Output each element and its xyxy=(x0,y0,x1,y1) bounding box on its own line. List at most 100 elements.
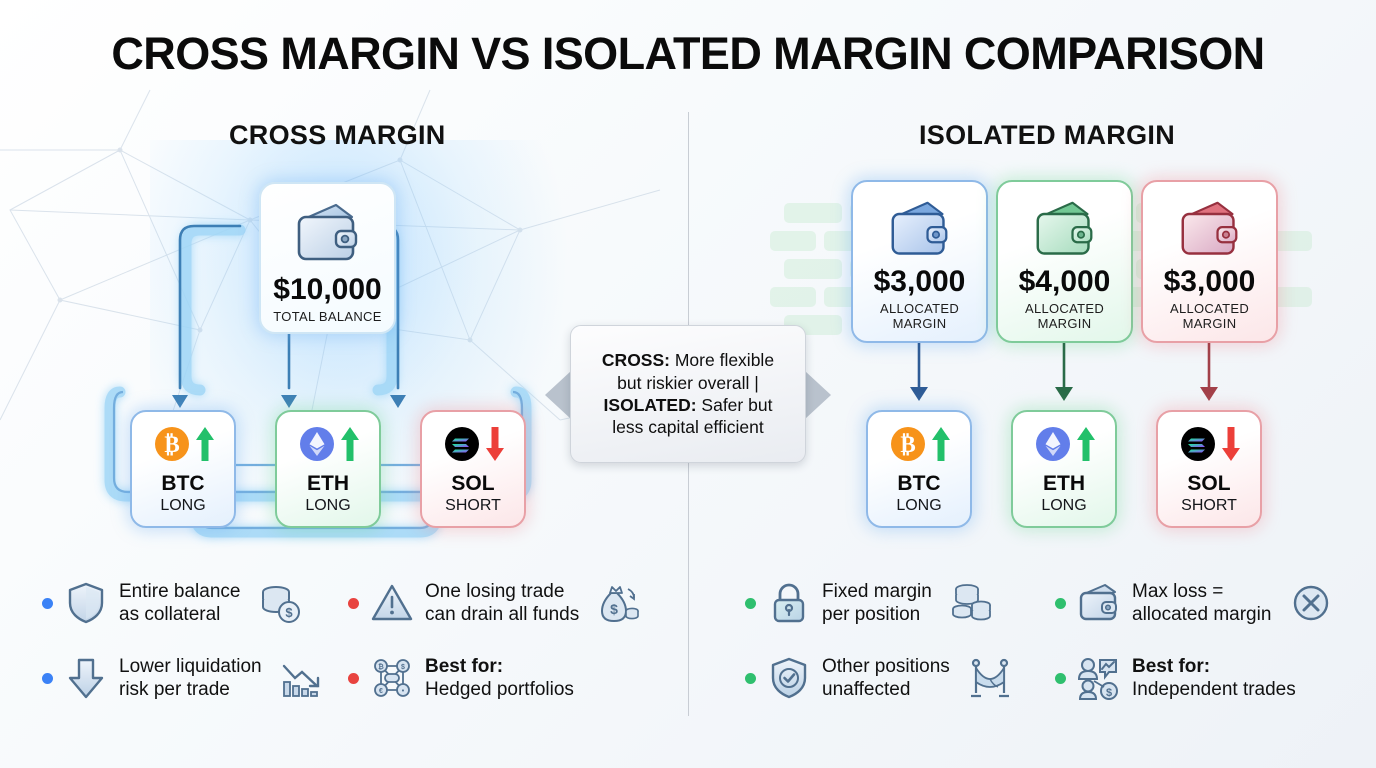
isolated-asset-card-btc: ₿ BTC LONG xyxy=(866,410,972,528)
solana-icon xyxy=(1180,426,1215,461)
isolated-asset-symbol-btc: BTC xyxy=(897,471,941,495)
svg-text:$: $ xyxy=(610,601,618,617)
bullet-dot xyxy=(745,672,756,684)
lock-icon xyxy=(773,583,805,623)
cross-total-amount: $10,000 xyxy=(273,273,382,307)
svg-text:$: $ xyxy=(1106,687,1112,699)
solana-icon xyxy=(444,426,479,461)
up-arrow-icon xyxy=(340,426,359,461)
bullet-dot xyxy=(745,597,756,609)
wallet-icon xyxy=(891,202,947,256)
callout-line2: but riskier overall | xyxy=(617,372,759,393)
section-heading-isolated: ISOLATED MARGIN xyxy=(919,120,1175,150)
traders-icon: $ xyxy=(1077,658,1118,701)
cross-asset-symbol-eth: ETH xyxy=(307,471,349,495)
svg-text:$: $ xyxy=(401,664,405,671)
cross-total-label: TOTAL BALANCE xyxy=(273,309,382,325)
coin-stacks-icon xyxy=(951,584,991,621)
callout-line4: less capital efficient xyxy=(612,417,764,438)
bullet-dot xyxy=(42,597,53,609)
bullet-dot xyxy=(42,672,53,684)
isolated-asset-symbol-sol: SOL xyxy=(1187,471,1231,495)
feature-text: Max loss =allocated margin xyxy=(1132,581,1272,626)
callout-isolated-label: ISOLATED: xyxy=(603,395,697,415)
declining-chart-icon xyxy=(282,664,319,698)
svg-text:$: $ xyxy=(286,605,294,620)
callout-cross-text: More flexible xyxy=(669,350,775,371)
down-arrow-icon xyxy=(485,426,504,461)
wallet-icon xyxy=(1036,202,1092,256)
section-heading-cross: CROSS MARGIN xyxy=(229,120,446,150)
shield-check-icon xyxy=(771,657,807,699)
isolated-connectors xyxy=(910,343,1218,401)
up-arrow-icon xyxy=(1076,426,1095,461)
callout-cross-label: CROSS: xyxy=(601,350,670,371)
feature-text: Best for:Hedged portfolios xyxy=(425,656,574,701)
svg-text:•: • xyxy=(402,688,405,695)
ethereum-icon xyxy=(299,426,334,461)
cross-asset-card-btc: ₿ BTC LONG xyxy=(130,410,236,528)
network-nodes-icon: ₿ $ € • xyxy=(374,659,410,698)
money-bag-icon: $ xyxy=(601,586,640,623)
cross-asset-card-eth: ETH LONG xyxy=(275,410,381,528)
svg-text:₿: ₿ xyxy=(378,663,384,671)
bitcoin-icon: ₿ xyxy=(154,426,189,461)
cross-asset-side-eth: LONG xyxy=(305,496,351,514)
coin-stack-dollar-icon: $ xyxy=(262,586,301,624)
isolated-asset-side-sol: SHORT xyxy=(1181,496,1237,514)
svg-text:€: € xyxy=(379,688,383,695)
callout-isolated-text: Safer but xyxy=(696,395,773,415)
isolated-asset-side-btc: LONG xyxy=(896,496,942,514)
wallet-icon xyxy=(297,204,357,261)
cross-asset-side-sol: SHORT xyxy=(445,496,501,514)
down-arrow-thick-icon xyxy=(68,658,104,699)
isolated-asset-side-eth: LONG xyxy=(1041,496,1087,514)
cross-asset-symbol-sol: SOL xyxy=(451,471,495,495)
feature-isolated-max-loss: Max loss =allocated margin xyxy=(1055,580,1333,626)
up-arrow-icon xyxy=(195,426,214,461)
feature-isolated-best-for: $ Best for:Independent trades xyxy=(1055,655,1296,701)
bitcoin-icon: ₿ xyxy=(890,426,925,461)
feature-cross-best-for: ₿ $ € • Best for:Hedged portfolios xyxy=(348,655,574,701)
callout-arrow-right-icon xyxy=(805,371,831,419)
svg-text:₿: ₿ xyxy=(900,432,915,457)
bullet-dot xyxy=(1055,672,1066,684)
down-arrow-icon xyxy=(1221,426,1240,461)
bullet-dot xyxy=(348,597,359,609)
circle-x-icon xyxy=(1294,585,1329,621)
svg-text:₿: ₿ xyxy=(164,432,179,457)
wallet-small-icon xyxy=(1079,584,1117,621)
isolated-asset-card-eth: ETH LONG xyxy=(1011,410,1117,528)
warning-triangle-icon xyxy=(371,584,413,621)
isolated-asset-card-sol: SOL SHORT xyxy=(1156,410,1262,528)
bullet-dot xyxy=(1055,597,1066,609)
isolated-amount-eth: $4,000 xyxy=(1018,265,1111,299)
shield-icon xyxy=(68,582,104,624)
isolated-amount-sol: $3,000 xyxy=(1163,265,1256,299)
up-arrow-icon xyxy=(931,426,950,461)
isolated-asset-symbol-eth: ETH xyxy=(1043,471,1085,495)
feature-text: Best for:Independent trades xyxy=(1132,656,1296,701)
barrier-rope-icon xyxy=(970,659,1009,698)
comparison-callout: CROSS: More flexible but riskier overall… xyxy=(570,325,806,463)
page-title: CROSS MARGIN VS ISOLATED MARGIN COMPARIS… xyxy=(111,28,1265,79)
ethereum-icon xyxy=(1035,426,1070,461)
cross-asset-card-sol: SOL SHORT xyxy=(420,410,526,528)
isolated-amount-btc: $3,000 xyxy=(873,265,966,299)
cross-total-balance-card: $10,000 TOTAL BALANCE xyxy=(259,182,396,334)
cross-asset-symbol-btc: BTC xyxy=(161,471,205,495)
